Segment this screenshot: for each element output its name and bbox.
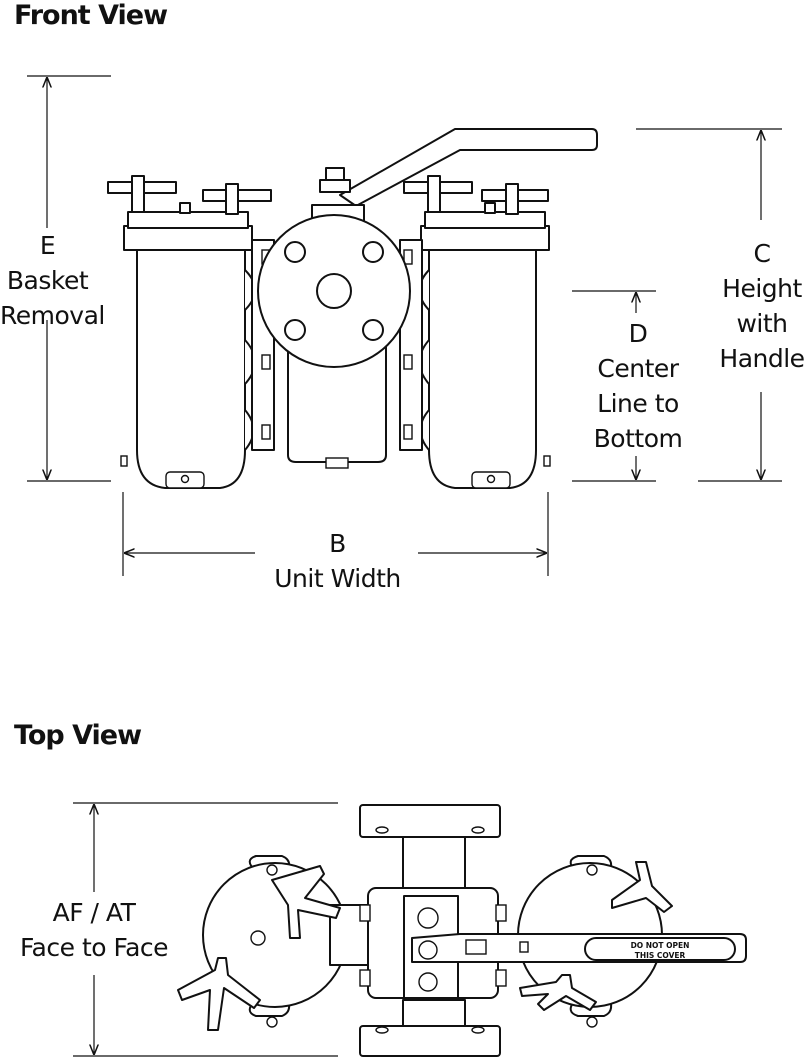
label-text: Handle: [719, 344, 805, 373]
dimension-c: [636, 128, 782, 482]
dimension-e: [27, 75, 111, 482]
label-text: Line to: [597, 389, 679, 418]
label-d-center-line-to-bottom: D Center Line to Bottom: [582, 316, 694, 456]
label-text: Height: [722, 274, 802, 303]
left-basket-cover-top: [177, 855, 371, 1031]
right-basket-housing: [403, 175, 551, 489]
label-c-height-with-handle: C Height with Handle: [712, 236, 805, 376]
label-text: Removal: [0, 301, 105, 330]
dimension-d: [572, 290, 656, 482]
label-af-at-face-to-face: AF / AT Face to Face: [10, 895, 178, 965]
inlet-flange: [257, 214, 411, 368]
dimension-b: [122, 492, 549, 576]
label-text: Basket: [6, 266, 89, 295]
bottom-flange: [359, 999, 501, 1057]
front-view-strainer: [107, 128, 598, 489]
label-text: with: [736, 309, 788, 338]
front-view-heading: Front View: [14, 0, 168, 31]
label-b-unit-width: B Unit Width: [230, 526, 445, 596]
handle-plate-line1: DO NOT OPEN: [631, 941, 690, 950]
label-letter: C: [753, 239, 771, 268]
label-text: Center: [597, 354, 679, 383]
dimension-af-at: [73, 802, 338, 1057]
handle-plate-line2: THIS COVER: [635, 951, 686, 960]
label-text: Bottom: [593, 424, 683, 453]
lever-handle: [319, 128, 598, 207]
top-view-heading: Top View: [14, 720, 142, 751]
handle-top: DO NOT OPEN THIS COVER: [411, 933, 747, 963]
label-letter: B: [329, 529, 346, 558]
label-e-basket-removal: E Basket Removal: [0, 228, 105, 333]
top-flange: [359, 804, 501, 897]
label-text: Unit Width: [274, 564, 401, 593]
top-view-strainer: DO NOT OPEN THIS COVER: [177, 804, 747, 1057]
left-basket-housing: [107, 175, 272, 489]
label-letter: E: [39, 231, 56, 260]
label-letter: D: [628, 319, 648, 348]
label-text: Face to Face: [19, 933, 169, 962]
label-text: AF / AT: [52, 898, 136, 927]
